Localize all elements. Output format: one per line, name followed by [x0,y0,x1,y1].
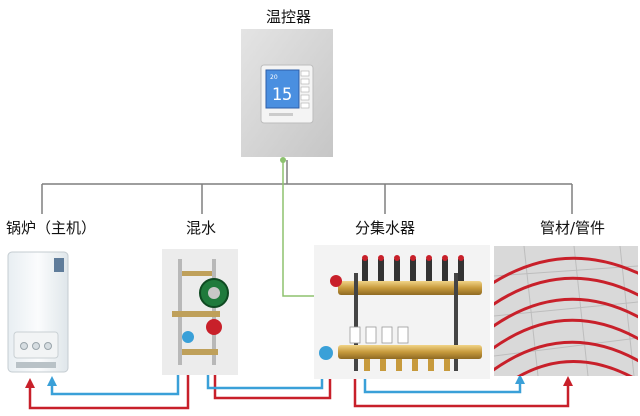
manifold-image [314,245,490,383]
boiler-label: 锅炉（主机） [6,219,97,237]
supply-arrows [25,324,573,388]
manifold-label: 分集水器 [355,219,416,237]
pipes-image [487,245,640,388]
thermostat-setpoint: 20 [270,74,278,81]
boiler-image [6,250,72,382]
thermostat-temperature: 15 [272,85,292,105]
pipes-label: 管材/管件 [540,219,606,237]
mixing-unit-image [162,249,238,379]
hierarchy-lines [41,160,573,214]
mixing-label: 混水 [186,219,217,237]
thermostat-label: 温控器 [266,8,312,26]
thermostat-image: 15 20 [241,29,333,161]
